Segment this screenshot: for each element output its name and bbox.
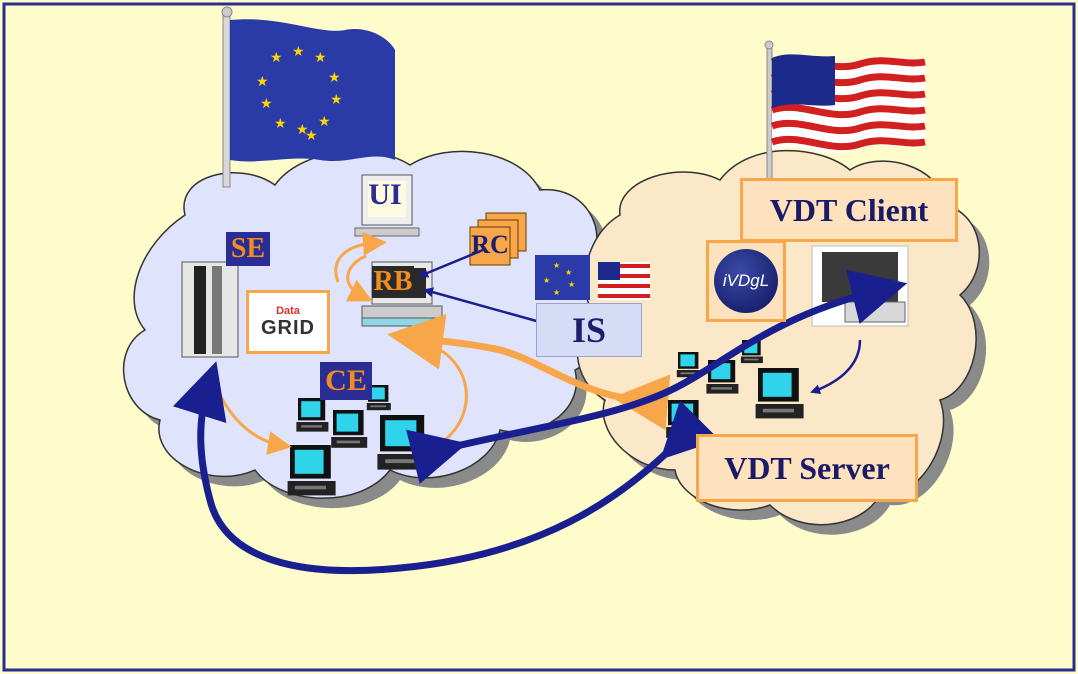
svg-text:★: ★: [274, 116, 287, 132]
svg-text:★: ★: [568, 280, 575, 289]
ce-label: CE: [320, 362, 372, 400]
vdt-server-label: VDT Server: [696, 434, 918, 502]
vdt-client-label: VDT Client: [740, 178, 958, 242]
rb-label: RB: [372, 266, 414, 298]
svg-text:★: ★: [292, 44, 305, 60]
datagrid-logo-bottom: GRID: [261, 316, 315, 339]
se-label: SE: [226, 232, 270, 266]
svg-text:★: ★: [330, 92, 343, 108]
svg-text:★: ★: [565, 268, 572, 277]
ui-computer-icon: [354, 174, 420, 237]
datagrid-logo: Data GRID: [246, 290, 330, 354]
svg-text:★: ★: [553, 288, 560, 297]
svg-text:★: ★: [553, 261, 560, 270]
datagrid-logo-top: Data: [276, 304, 300, 317]
ui-label: UI: [368, 178, 402, 211]
svg-text:★: ★: [260, 96, 273, 112]
small-eu-flag-icon: ★★★★★: [535, 255, 590, 300]
svg-text:★: ★: [328, 70, 341, 86]
rc-stack-icon: [469, 212, 527, 266]
svg-text:★: ★: [270, 50, 283, 66]
svg-text:★: ★: [256, 74, 269, 90]
svg-text:★: ★: [314, 50, 327, 66]
is-label: IS: [536, 303, 642, 357]
grid-job-arrows: [172, 269, 908, 575]
ivdgl-logo-text: iVDgL: [714, 249, 778, 313]
us-flag-icon: [764, 40, 926, 186]
small-us-flag-icon: [598, 262, 650, 300]
ivdgl-logo: iVDgL: [706, 240, 786, 322]
svg-text:★: ★: [296, 122, 309, 138]
svg-text:★: ★: [543, 276, 550, 285]
svg-text:★: ★: [318, 114, 331, 130]
svg-text:★: ★: [305, 128, 318, 144]
workstation-icon: [811, 245, 909, 327]
rc-label: RC: [471, 230, 509, 259]
storage-server-icon: [181, 261, 239, 358]
eu-flag-icon: ★★★ ★★★ ★★★ ★★★: [221, 6, 395, 188]
